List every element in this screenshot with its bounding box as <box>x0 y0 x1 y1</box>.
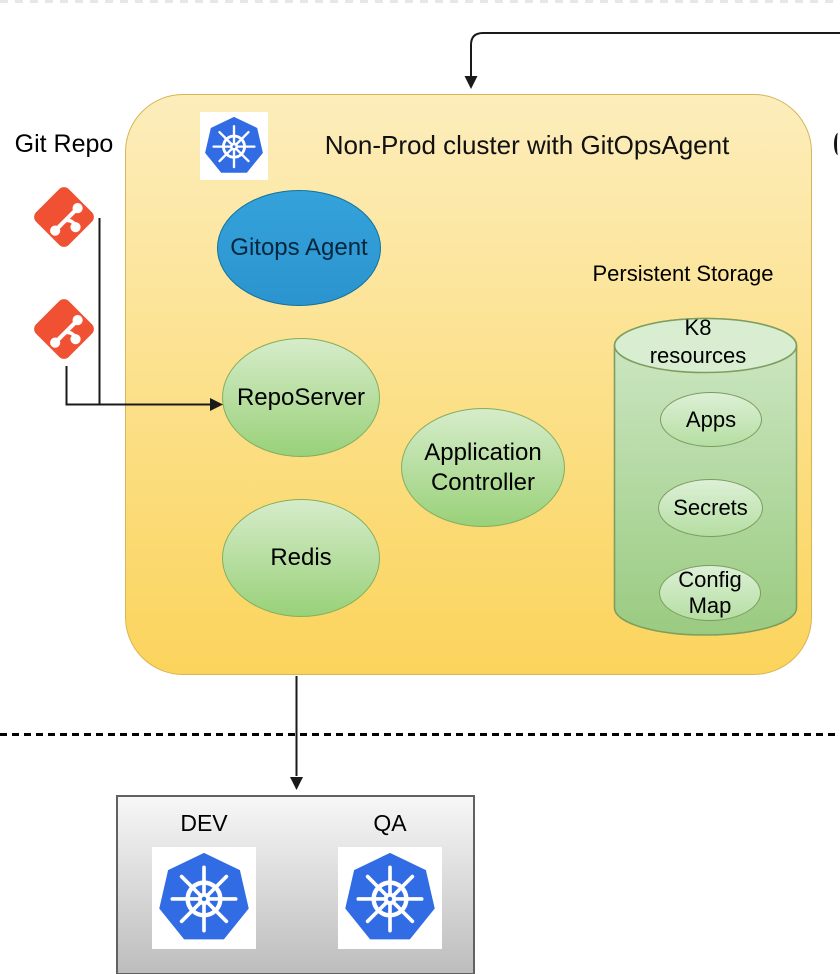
kubernetes-icon <box>200 112 268 180</box>
storage-item-secrets: Secrets <box>658 479 763 537</box>
git-repo-label: Git Repo <box>14 130 114 158</box>
persistent-storage-title: Persistent Storage <box>592 261 774 286</box>
node-application-controller-label: Application Controller <box>424 438 542 496</box>
kubernetes-icon <box>338 847 442 949</box>
storage-item-config-map: Config Map <box>659 565 761 621</box>
arrow-top-into-cluster <box>470 32 840 77</box>
cluster-title: Non-Prod cluster with GitOpsAgent <box>324 130 730 160</box>
kubernetes-icon <box>152 847 256 949</box>
env-dev-label: DEV <box>180 810 228 836</box>
node-redis: Redis <box>222 499 380 617</box>
git-icon <box>30 183 98 251</box>
node-gitops-agent: Gitops Agent <box>217 190 381 306</box>
arrowhead-down-top <box>464 76 478 89</box>
node-repo-server: RepoServer <box>222 338 380 457</box>
environment-separator-dashed-line <box>0 733 840 736</box>
cylinder-label: K8 resources <box>649 315 747 368</box>
storage-item-apps: Apps <box>660 392 762 447</box>
top-dotted-line <box>0 0 840 3</box>
storage-cylinder <box>613 317 798 636</box>
node-redis-label: Redis <box>270 544 332 571</box>
node-gitops-agent-label: Gitops Agent <box>230 234 368 261</box>
arrowhead-down-envs <box>290 777 303 790</box>
node-repo-server-label: RepoServer <box>236 383 366 411</box>
storage-item-apps-label: Apps <box>685 406 737 432</box>
clipped-shape-fragment <box>834 133 840 155</box>
storage-item-secrets-label: Secrets <box>673 495 748 521</box>
git-icon <box>30 295 98 363</box>
environments-box: DEV QA <box>116 795 475 974</box>
storage-item-config-map-label: Config Map <box>678 567 742 618</box>
env-qa-label: QA <box>373 810 407 836</box>
node-application-controller: Application Controller <box>401 408 565 527</box>
